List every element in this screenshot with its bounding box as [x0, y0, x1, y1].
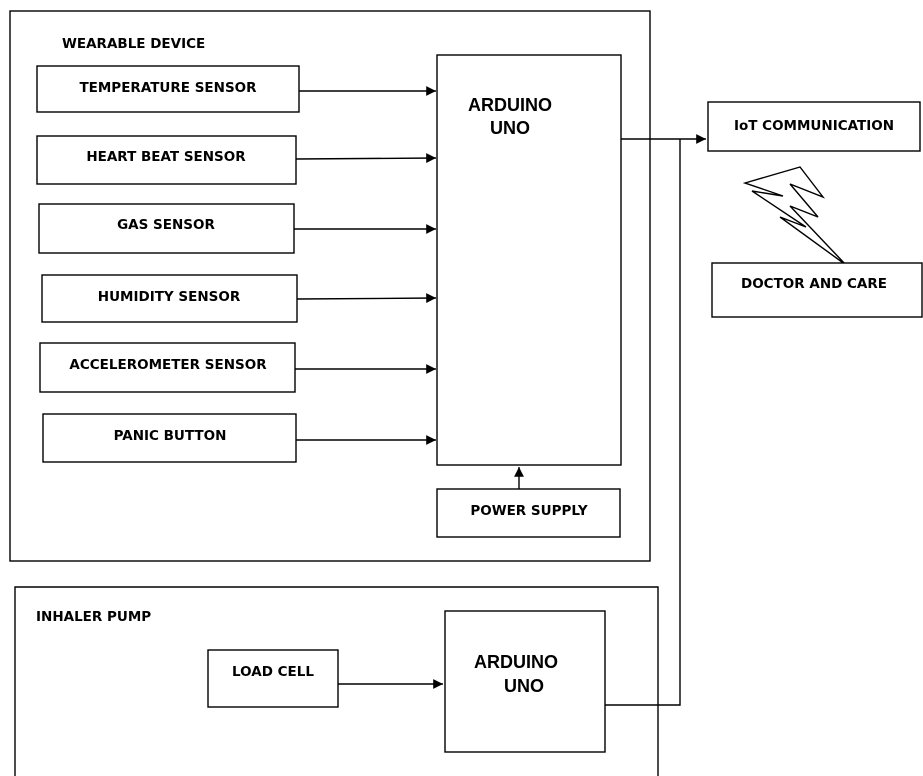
connector-inhaler-to-iot — [605, 139, 681, 706]
wearable-device-title: WEARABLE DEVICE — [62, 36, 205, 52]
panic-button-label: PANIC BUTTON — [114, 428, 227, 444]
arduino-uno-wearable: ARDUINO UNO — [436, 54, 622, 466]
arrow-humidity — [296, 293, 437, 303]
panic-button-box: PANIC BUTTON — [42, 413, 297, 463]
arduino-uno-wearable-line1: ARDUINO — [468, 95, 552, 115]
iot-communication-box: IoT COMMUNICATION — [707, 101, 921, 152]
iot-communication-label: IoT COMMUNICATION — [734, 118, 894, 134]
sensor-accelerometer: ACCELEROMETER SENSOR — [39, 342, 296, 393]
wearable-device-frame — [9, 10, 651, 562]
arduino-uno-inhaler: ARDUINO UNO — [444, 610, 606, 753]
load-cell-box: LOAD CELL — [207, 649, 339, 708]
power-supply-box: POWER SUPPLY — [436, 488, 621, 538]
sensor-humidity-label: HUMIDITY SENSOR — [98, 289, 241, 305]
arduino-uno-wearable-line2: UNO — [490, 118, 530, 138]
doctor-and-care-label: DOCTOR AND CARE — [741, 276, 887, 292]
inhaler-pump-frame — [14, 586, 659, 776]
inhaler-pump-title: INHALER PUMP — [36, 609, 151, 625]
load-cell-label: LOAD CELL — [232, 664, 314, 680]
sensor-gas-label: GAS SENSOR — [117, 217, 215, 233]
wireless-link-icon — [742, 166, 847, 266]
sensor-heart-beat-label: HEART BEAT SENSOR — [86, 149, 246, 165]
sensor-humidity: HUMIDITY SENSOR — [41, 274, 298, 323]
sensor-temperature-label: TEMPERATURE SENSOR — [79, 80, 257, 96]
arrow-heart-beat — [295, 153, 437, 163]
sensor-heart-beat: HEART BEAT SENSOR — [36, 135, 297, 185]
sensor-temperature: TEMPERATURE SENSOR — [36, 65, 300, 113]
sensor-gas: GAS SENSOR — [38, 203, 295, 254]
arduino-uno-inhaler-line1: ARDUINO — [474, 652, 558, 672]
sensor-accelerometer-label: ACCELEROMETER SENSOR — [69, 357, 267, 373]
arduino-uno-inhaler-line2: UNO — [504, 676, 544, 696]
doctor-and-care-box: DOCTOR AND CARE — [711, 262, 923, 318]
power-supply-label: POWER SUPPLY — [470, 503, 588, 519]
